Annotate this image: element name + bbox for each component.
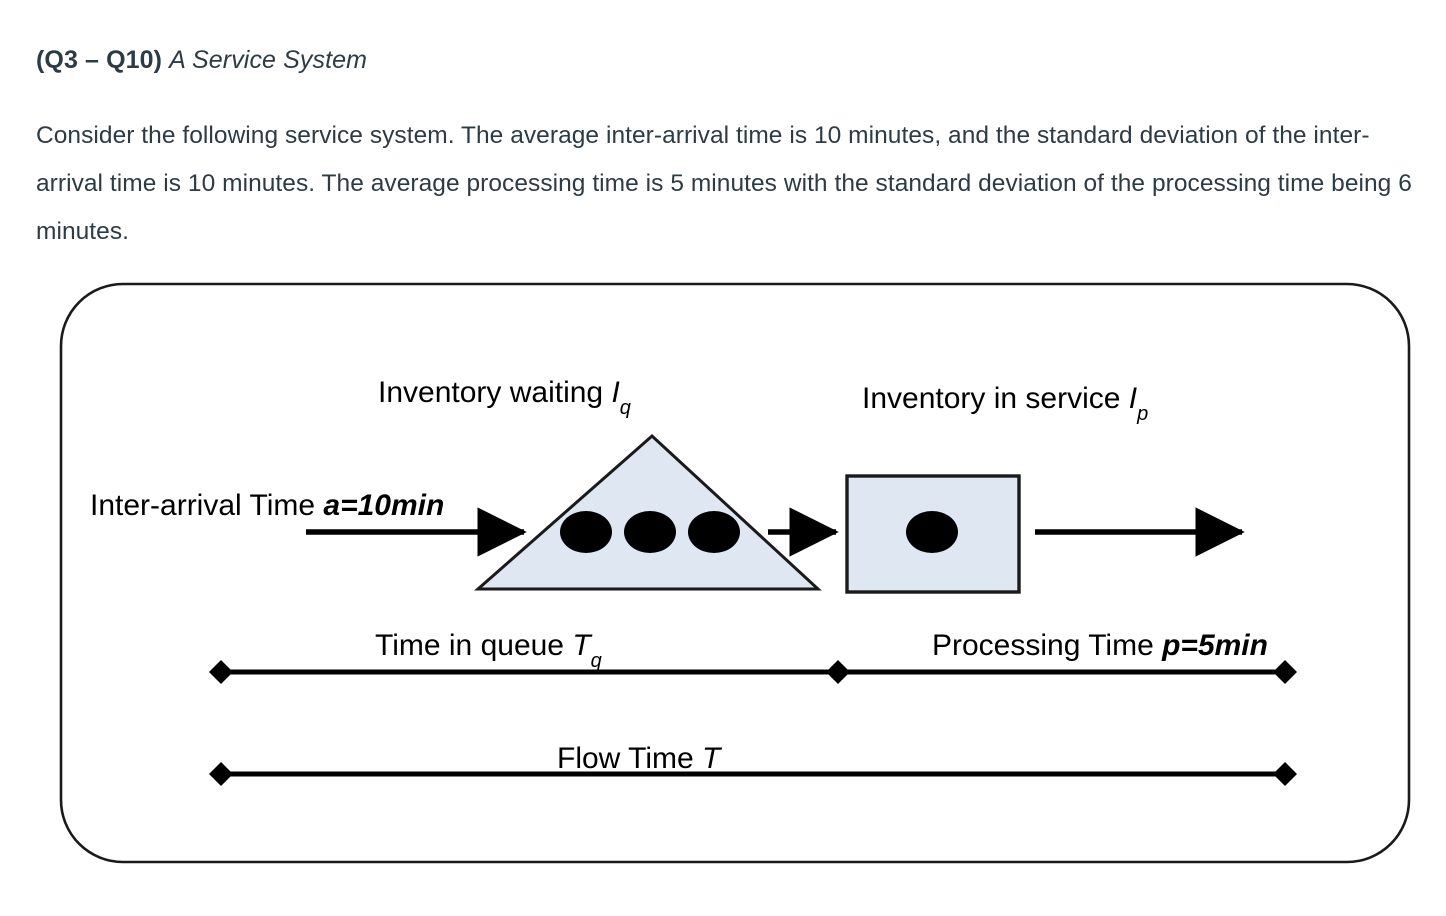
flow-time-symbol: T bbox=[702, 742, 723, 775]
queue-item bbox=[688, 511, 740, 553]
inventory-waiting-subscript: q bbox=[620, 397, 631, 419]
processing-time-label: Processing Time p=5min bbox=[932, 629, 1268, 662]
inter-arrival-time-text: Inter-arrival Time bbox=[90, 489, 323, 522]
inter-arrival-time-value: a=10min bbox=[323, 489, 444, 522]
timeline-diamond-end bbox=[1273, 660, 1297, 684]
processing-time-text: Processing Time bbox=[932, 629, 1162, 662]
inventory-waiting-text: Inventory waiting bbox=[378, 376, 611, 409]
queue-item bbox=[560, 511, 612, 553]
inventory-in-service-label: Inventory in service Ip bbox=[862, 382, 1148, 425]
inventory-in-service-text: Inventory in service bbox=[862, 382, 1129, 415]
question-title-label: A Service System bbox=[169, 46, 368, 74]
timeline-diamond-start bbox=[209, 660, 233, 684]
time-in-queue-label: Time in queue Tq bbox=[375, 629, 602, 672]
time-in-queue-text: Time in queue bbox=[375, 629, 572, 662]
service-item bbox=[906, 511, 958, 553]
page-title: (Q3 – Q10) A Service System bbox=[36, 42, 367, 78]
flow-time-label: Flow Time T bbox=[557, 742, 723, 775]
flow-timeline-diamond-start bbox=[209, 762, 233, 786]
time-in-queue-subscript: q bbox=[591, 650, 602, 672]
service-system-diagram: Inventory waiting Iq Inventory in servic… bbox=[0, 270, 1446, 890]
inventory-waiting-label: Inventory waiting Iq bbox=[378, 376, 631, 419]
timeline-diamond-middle bbox=[826, 660, 850, 684]
inventory-in-service-subscript: p bbox=[1136, 403, 1148, 425]
flow-time-text: Flow Time bbox=[557, 742, 702, 775]
question-body-text: Consider the following service system. T… bbox=[36, 122, 1412, 245]
inventory-waiting-symbol: I bbox=[611, 376, 619, 409]
time-in-queue-symbol: T bbox=[572, 629, 593, 662]
queue-item bbox=[624, 511, 676, 553]
question-range-label: (Q3 – Q10) bbox=[36, 46, 163, 74]
inventory-in-service-symbol: I bbox=[1129, 382, 1137, 415]
processing-time-value: p=5min bbox=[1161, 629, 1268, 662]
flow-timeline-diamond-end bbox=[1273, 762, 1297, 786]
inter-arrival-time-label: Inter-arrival Time a=10min bbox=[90, 489, 444, 522]
